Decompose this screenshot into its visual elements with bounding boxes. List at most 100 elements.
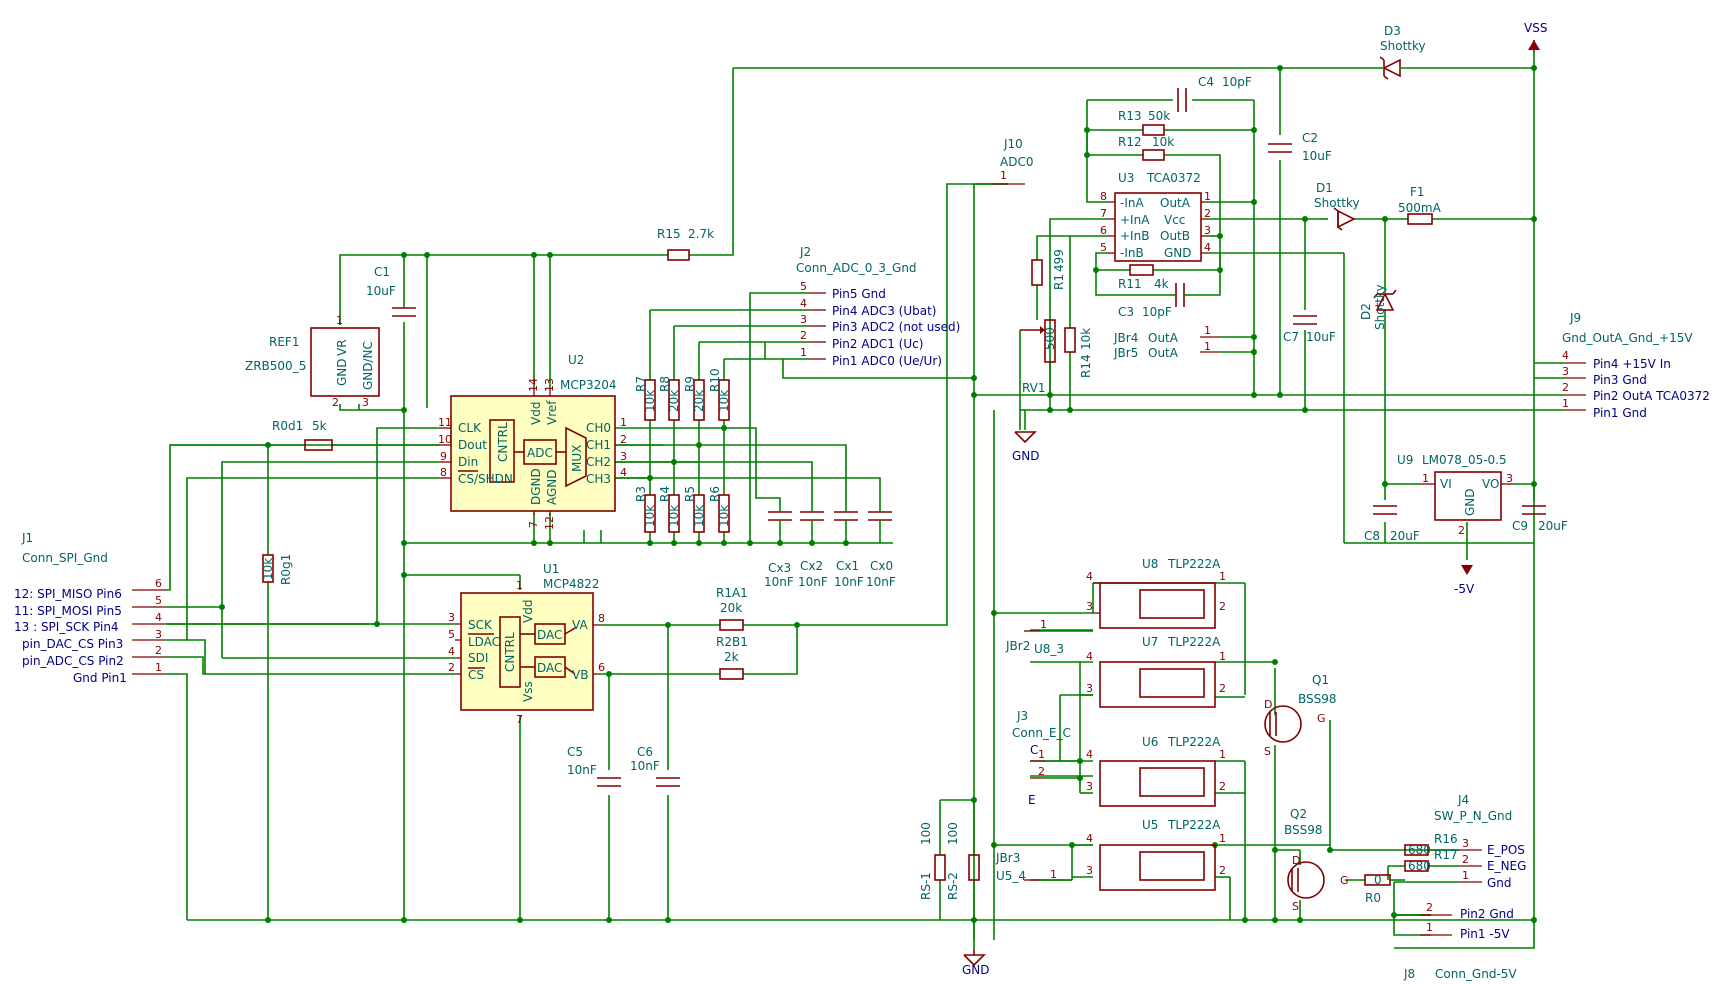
- svg-text:1: 1: [1219, 832, 1226, 845]
- svg-text:13: 13: [543, 378, 556, 392]
- svg-text:10k: 10k: [261, 558, 275, 580]
- svg-text:10nF: 10nF: [834, 575, 864, 589]
- svg-text:1: 1: [1422, 472, 1429, 485]
- svg-text:J9: J9: [1569, 311, 1581, 325]
- svg-text:TLP222A: TLP222A: [1167, 635, 1221, 649]
- svg-text:7: 7: [1100, 207, 1107, 220]
- svg-text:+InB: +InB: [1120, 229, 1149, 243]
- svg-text:2: 2: [155, 644, 162, 657]
- svg-text:10k: 10k: [717, 390, 731, 412]
- opto-u7: U7 TLP222A 43 12: [1086, 635, 1226, 708]
- svg-text:Shottky: Shottky: [1314, 196, 1360, 210]
- svg-text:4: 4: [155, 611, 162, 624]
- svg-text:C3: C3: [1118, 305, 1134, 319]
- svg-text:10nF: 10nF: [567, 763, 597, 777]
- svg-text:J8: J8: [1403, 967, 1415, 981]
- svg-text:Gnd Pin1: Gnd Pin1: [73, 671, 127, 685]
- svg-text:R14: R14: [1079, 354, 1093, 378]
- svg-text:D: D: [1264, 698, 1272, 711]
- svg-text:10uF: 10uF: [1306, 330, 1336, 344]
- svg-text:10k: 10k: [692, 505, 706, 527]
- svg-text:S: S: [1264, 745, 1271, 758]
- svg-text:2: 2: [1219, 780, 1226, 793]
- svg-text:R5: R5: [683, 486, 697, 502]
- svg-text:U5_4: U5_4: [996, 869, 1026, 883]
- svg-text:14: 14: [527, 378, 540, 392]
- svg-text:10nF: 10nF: [866, 575, 896, 589]
- svg-text:5: 5: [155, 594, 162, 607]
- svg-text:3: 3: [1462, 837, 1469, 850]
- svg-text:1: 1: [1050, 868, 1057, 881]
- gnd-symbol-rv1: GND: [1012, 431, 1040, 463]
- svg-text:8: 8: [1100, 190, 1107, 203]
- svg-text:J1: J1: [21, 531, 33, 545]
- svg-text:REF1: REF1: [269, 335, 299, 349]
- svg-text:10nF: 10nF: [630, 759, 660, 773]
- svg-text:D3: D3: [1384, 24, 1401, 38]
- svg-text:F1: F1: [1410, 185, 1425, 199]
- q1-bss98: Q1 BSS98 D G S: [1264, 673, 1337, 758]
- svg-text:R16: R16: [1434, 832, 1458, 846]
- svg-text:JBr5: JBr5: [1113, 346, 1138, 360]
- svg-text:J3: J3: [1016, 709, 1028, 723]
- svg-text:TLP222A: TLP222A: [1167, 735, 1221, 749]
- svg-text:SCK: SCK: [468, 618, 493, 632]
- svg-text:1: 1: [1000, 169, 1007, 182]
- svg-text:R8: R8: [658, 376, 672, 392]
- svg-text:12: SPI_MISO Pin6: 12: SPI_MISO Pin6: [14, 587, 122, 601]
- svg-text:10k: 10k: [667, 505, 681, 527]
- svg-text:1: 1: [1204, 324, 1211, 337]
- svg-text:U5: U5: [1142, 818, 1158, 832]
- svg-text:7: 7: [527, 521, 540, 528]
- svg-text:GND: GND: [335, 358, 349, 386]
- svg-text:1: 1: [1038, 748, 1045, 761]
- svg-text:AGND: AGND: [545, 469, 559, 505]
- opto-u5: U5 TLP222A 43 12: [1086, 818, 1226, 891]
- svg-text:DGND: DGND: [529, 468, 543, 505]
- u1-mcp4822: U1 MCP4822 CNTRL DAC DAC SCK LDAC SDI CS…: [448, 562, 605, 726]
- svg-text:VSS: VSS: [1524, 21, 1547, 35]
- svg-text:2: 2: [1458, 524, 1465, 537]
- j9-power-connector: J9 Gnd_OutA_Gnd_+15V Pin4 +15V In Pin3 G…: [1562, 311, 1710, 420]
- svg-text:499: 499: [1052, 249, 1066, 272]
- svg-text:3: 3: [1562, 365, 1569, 378]
- svg-text:1: 1: [1426, 921, 1433, 934]
- svg-text:OutA: OutA: [1148, 331, 1179, 345]
- svg-text:U6: U6: [1142, 735, 1158, 749]
- svg-text:10uF: 10uF: [1302, 149, 1332, 163]
- svg-text:VB: VB: [572, 668, 588, 682]
- j1-spi-connector: J1 Conn_SPI_Gnd 12: SPI_MISO Pin6 11: SP…: [14, 531, 166, 685]
- svg-text:Q2: Q2: [1290, 807, 1307, 821]
- svg-text:Pin1 -5V: Pin1 -5V: [1460, 927, 1510, 941]
- svg-text:R0d1: R0d1: [272, 419, 303, 433]
- resistors: R15 2.7k R0d1 5k 10k R0g1 R1A1 20k R2B1 …: [261, 109, 1458, 905]
- svg-text:G: G: [1317, 712, 1326, 725]
- svg-text:Conn_ADC_0_3_Gnd: Conn_ADC_0_3_Gnd: [796, 261, 917, 275]
- svg-text:R0g1: R0g1: [279, 554, 293, 585]
- svg-text:3: 3: [1086, 682, 1093, 695]
- svg-text:GND/NC: GND/NC: [361, 341, 375, 390]
- svg-text:5: 5: [800, 280, 807, 293]
- svg-text:E_NEG: E_NEG: [1487, 859, 1526, 873]
- svg-text:R10: R10: [708, 368, 722, 392]
- svg-text:G: G: [1340, 874, 1349, 887]
- svg-text:U1: U1: [543, 562, 559, 576]
- svg-text:3: 3: [155, 628, 162, 641]
- svg-text:1: 1: [336, 314, 343, 327]
- svg-text:2: 2: [1426, 901, 1433, 914]
- svg-text:Shottky: Shottky: [1373, 284, 1387, 330]
- svg-text:Vss: Vss: [521, 681, 535, 702]
- svg-text:1: 1: [155, 661, 162, 674]
- svg-text:Pin3 ADC2 (not used): Pin3 ADC2 (not used): [832, 320, 960, 334]
- svg-text:Pin1 ADC0 (Ue/Ur): Pin1 ADC0 (Ue/Ur): [832, 354, 942, 368]
- svg-text:20k: 20k: [720, 601, 742, 615]
- j10-adc0-pin: J10 ADC0 1: [993, 137, 1033, 185]
- svg-text:C9: C9: [1512, 519, 1528, 533]
- u9-regulator: U9 LM078_05-0.5 VI VO GND 1 2 3: [1397, 453, 1514, 537]
- neg5v-symbol: -5V: [1454, 565, 1475, 596]
- svg-text:C1: C1: [374, 265, 390, 279]
- svg-text:JBr3: JBr3: [995, 851, 1020, 865]
- svg-text:1: 1: [1040, 618, 1047, 631]
- svg-text:CH0: CH0: [586, 421, 611, 435]
